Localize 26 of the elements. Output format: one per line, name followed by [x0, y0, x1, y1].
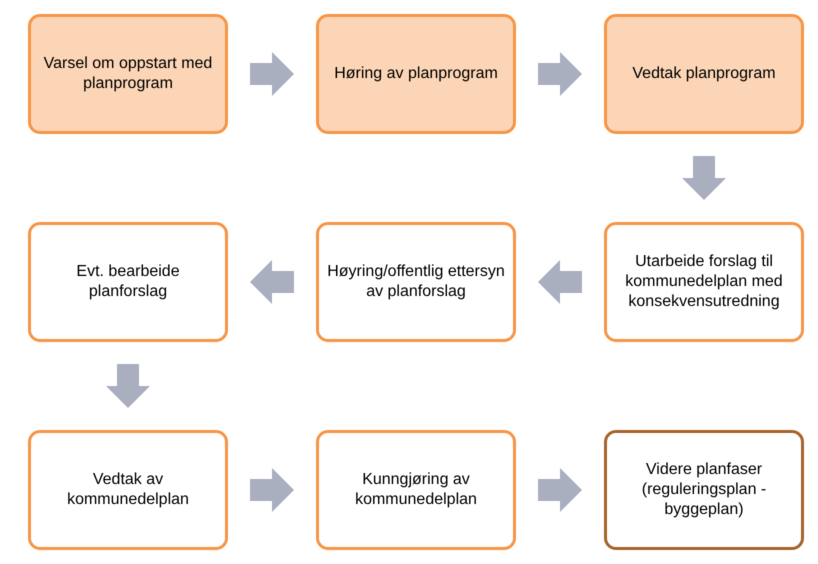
process-box [604, 14, 804, 134]
step-text: Varsel om oppstart med planprogram [42, 54, 214, 94]
step-text: Høyring/offentlig ettersyn av planforslag [327, 262, 505, 302]
step-text: Videre planfaser (reguleringsplan - byggeplan) [640, 460, 768, 520]
process-box [316, 430, 516, 550]
block-arrow [250, 260, 294, 304]
block-arrow [682, 156, 726, 200]
step-text: Utarbeide forslag til kommunedelplan med konsekvensutredning [624, 252, 784, 312]
process-box [28, 222, 228, 342]
block-arrow [106, 364, 150, 408]
block-arrow [538, 468, 582, 512]
process-box [604, 430, 804, 550]
step-text: Evt. bearbeide planforslag [75, 262, 181, 302]
process-box [28, 14, 228, 134]
process-box [604, 222, 804, 342]
process-box [28, 430, 228, 550]
block-arrow [250, 468, 294, 512]
process-box [316, 14, 516, 134]
step-text: Kunngjøring av kommunedelplan [354, 470, 478, 510]
block-arrow [250, 52, 294, 96]
block-arrow [538, 52, 582, 96]
step-text: Høring av planprogram [334, 64, 498, 84]
block-arrow [538, 260, 582, 304]
step-text: Vedtak av kommunedelplan [66, 470, 190, 510]
process-box [316, 222, 516, 342]
step-text: Vedtak planprogram [632, 64, 776, 84]
